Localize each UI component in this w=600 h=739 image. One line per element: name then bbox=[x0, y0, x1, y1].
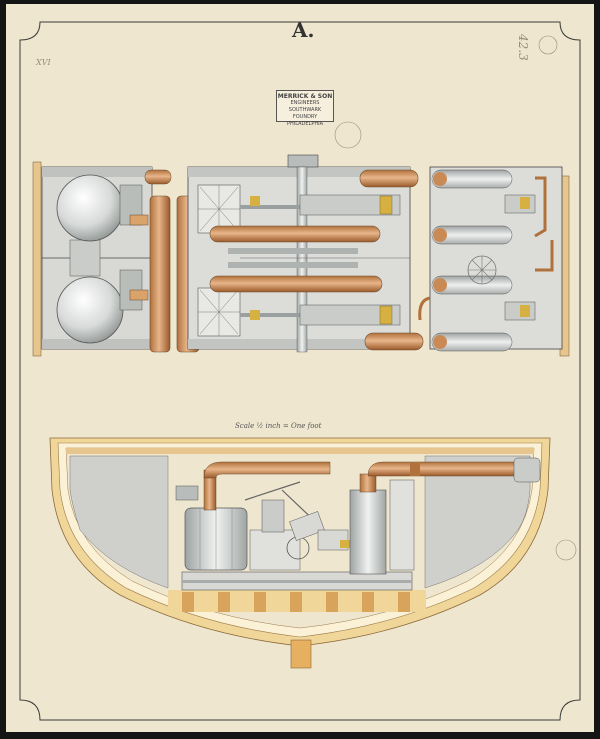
stamp-line-3: SOUTHWARK FOUNDRY bbox=[288, 107, 322, 120]
scale-note: Scale ½ inch = One foot bbox=[235, 422, 322, 430]
left-mark: XVI bbox=[36, 58, 51, 67]
sheet-letter: A. bbox=[292, 18, 315, 42]
stamp-line-2: ENGINEERS bbox=[290, 100, 320, 106]
drawing-border bbox=[19, 21, 581, 721]
corner-note: 42.3 bbox=[516, 34, 530, 61]
section-view bbox=[49, 437, 551, 669]
stamp-line-1: MERRICK & SON bbox=[277, 93, 333, 100]
stamp-line-4: PHILADELPHIA bbox=[286, 121, 324, 127]
maker-stamp: MERRICK & SON ENGINEERS SOUTHWARK FOUNDR… bbox=[276, 90, 334, 127]
plan-view bbox=[32, 154, 570, 357]
